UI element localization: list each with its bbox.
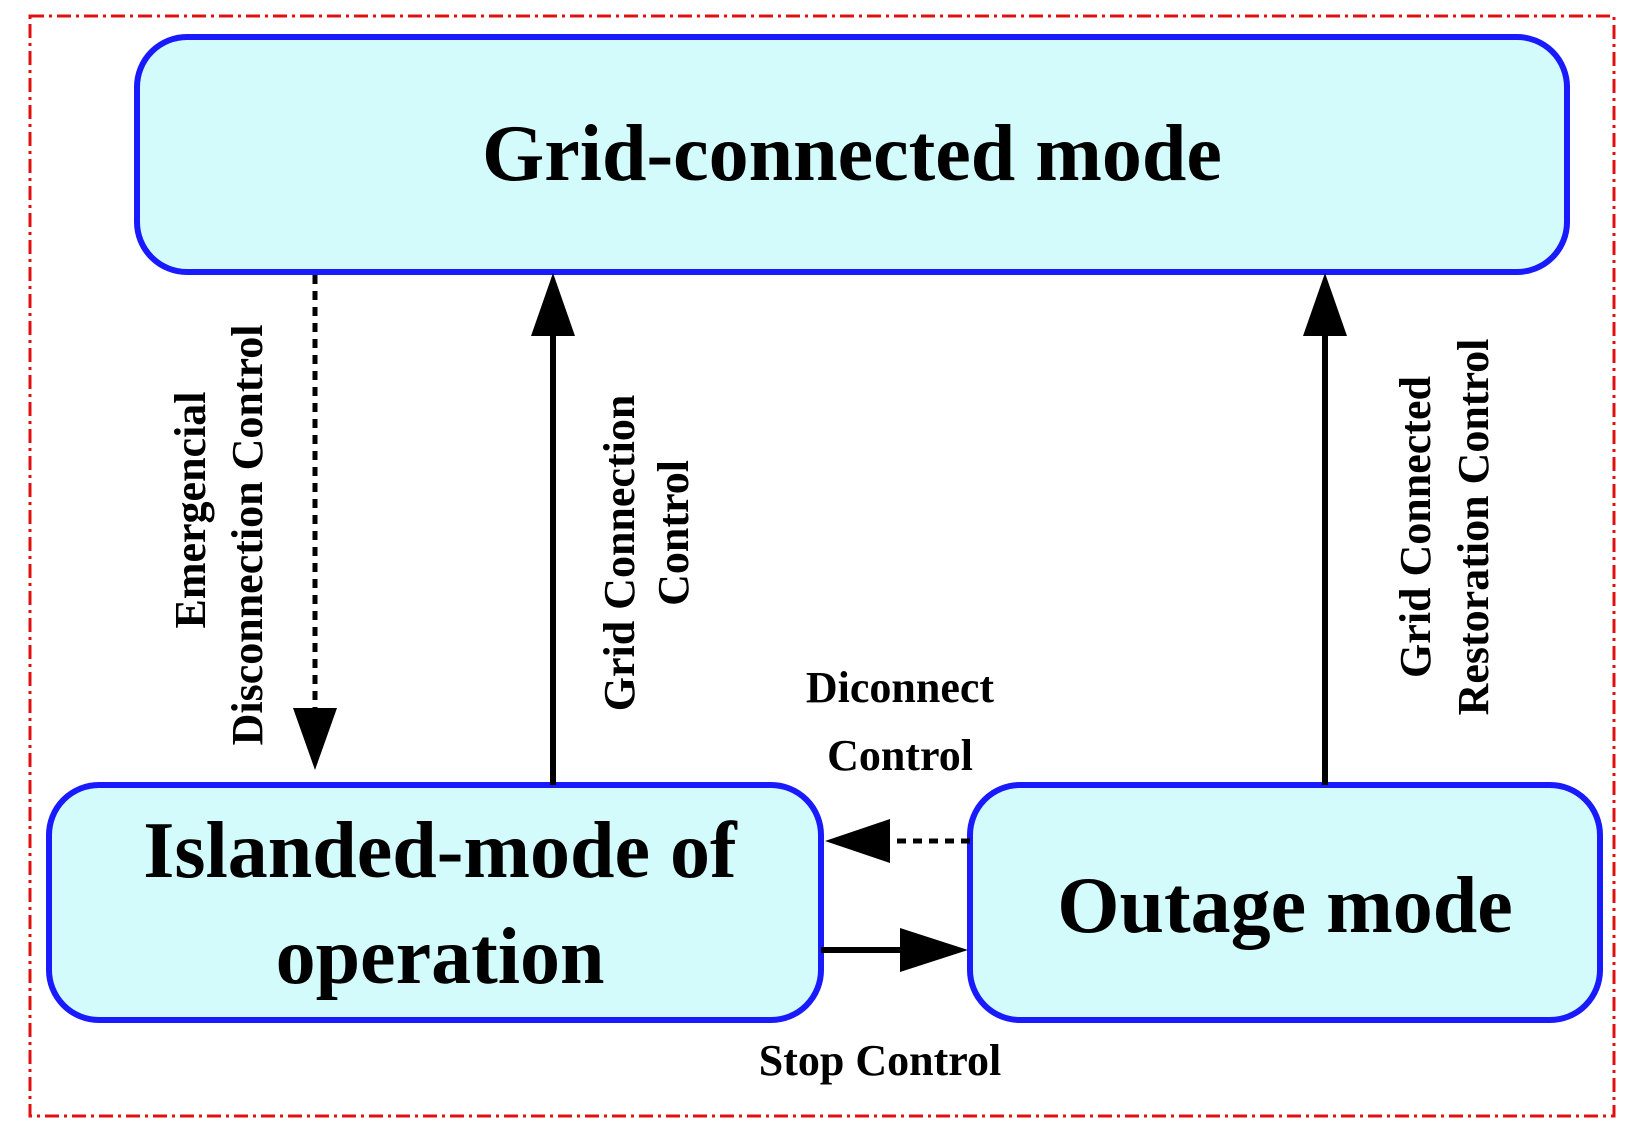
grid-connection-arrowhead xyxy=(531,273,575,336)
restoration-label: Grid Connected xyxy=(1391,376,1440,678)
emergency-disconnection-label-2: Disconnection Control xyxy=(223,325,272,746)
outage-mode-label: Outage mode xyxy=(1057,862,1513,950)
grid-connected-mode-label: Grid-connected mode xyxy=(482,110,1222,198)
islanded-mode-node: Islanded-mode of operation xyxy=(46,782,824,1023)
grid-connection-label-line2: Control xyxy=(649,460,698,606)
emergency-label-line1: Emergencial xyxy=(166,391,215,628)
restoration-label-line2: Restoration Control xyxy=(1449,339,1498,716)
islanded-mode-label-line2: operation xyxy=(276,913,605,1001)
outer-frame xyxy=(28,14,1616,1118)
restoration-arrow xyxy=(1303,273,1347,785)
restoration-label-line1: Grid Connected xyxy=(1391,376,1440,678)
disconnect-arrowhead xyxy=(825,819,890,863)
grid-connected-mode-box xyxy=(134,34,1570,275)
outage-mode-node: Outage mode xyxy=(967,782,1603,1023)
disconnect-label-line1: Diconnect xyxy=(806,663,995,712)
stop-control-arrowhead xyxy=(900,928,968,972)
stop-control-arrow xyxy=(821,928,968,972)
outage-mode-box xyxy=(967,782,1603,1023)
restoration-label-2: Restoration Control xyxy=(1449,339,1498,716)
grid-connected-mode-node: Grid-connected mode xyxy=(134,34,1570,275)
stop-control-label: Stop Control xyxy=(759,1036,1001,1085)
emergency-disconnection-label: Emergencial xyxy=(166,391,215,628)
islanded-mode-label-line1: Islanded-mode of xyxy=(143,807,738,895)
emergency-disconnection-arrowhead xyxy=(293,708,337,770)
grid-connection-label-line1: Grid Connection xyxy=(595,395,644,712)
disconnect-label-line2: Control xyxy=(827,731,973,780)
islanded-mode-box xyxy=(46,782,824,1023)
grid-connection-arrow xyxy=(531,273,575,785)
disconnect-arrow xyxy=(825,819,970,863)
grid-connection-label: Grid Connection xyxy=(595,395,644,712)
emergency-disconnection-arrow xyxy=(293,275,337,770)
grid-connection-label-2: Control xyxy=(649,460,698,606)
restoration-arrowhead xyxy=(1303,273,1347,336)
emergency-label-line2: Disconnection Control xyxy=(223,325,272,746)
